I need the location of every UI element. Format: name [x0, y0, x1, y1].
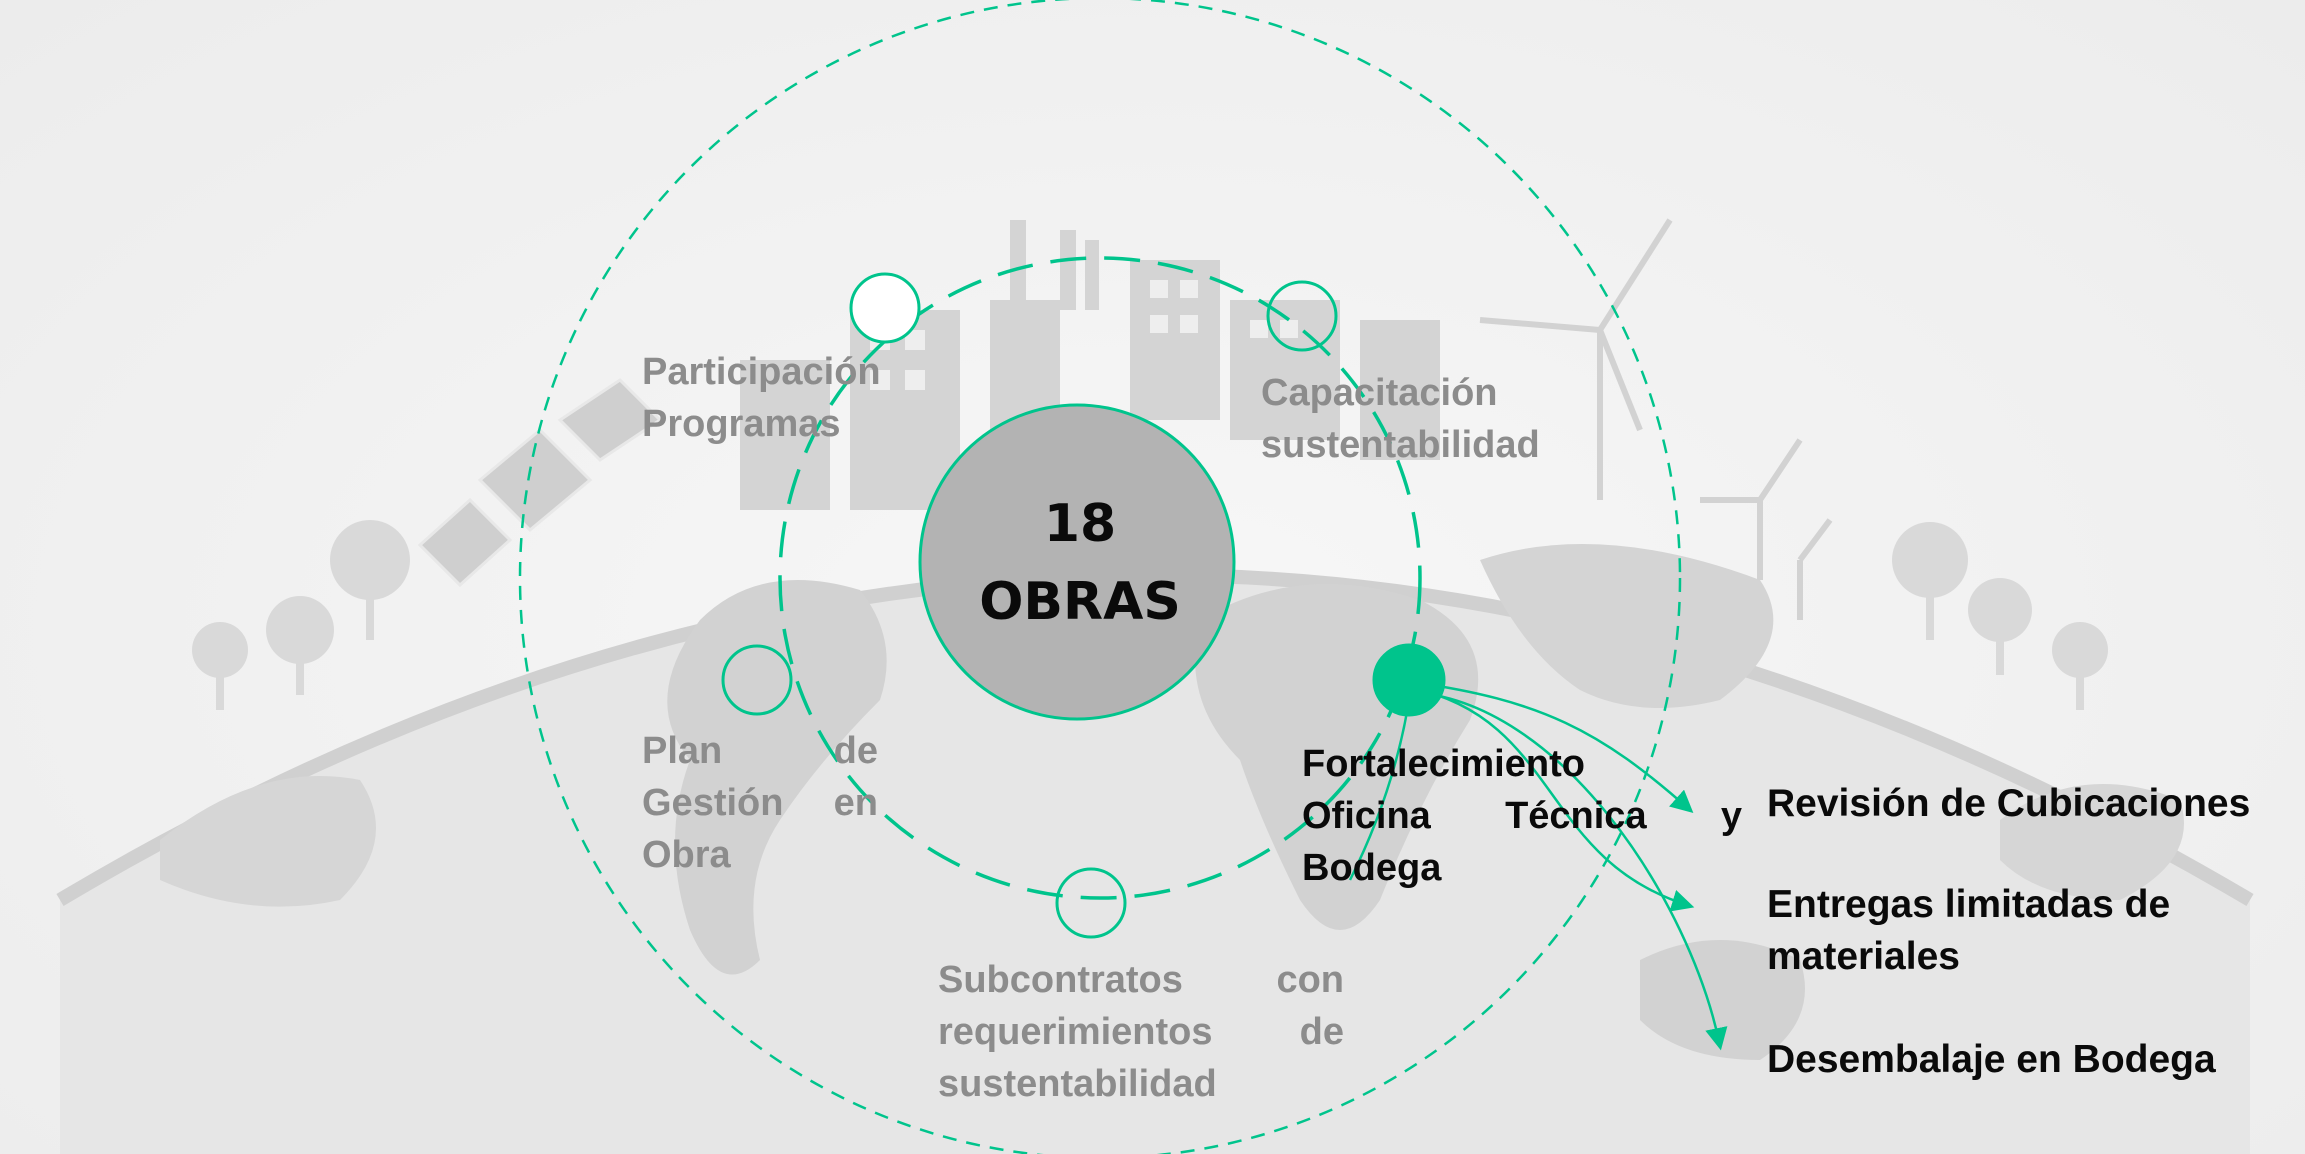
center-label: 18 OBRAS — [940, 485, 1220, 641]
result-revision: Revisión de Cubicaciones — [1767, 782, 2251, 825]
center-title: OBRAS — [979, 572, 1181, 632]
node-participacion — [849, 272, 921, 344]
inner-dashed-ring — [778, 256, 1422, 900]
center-circle — [918, 403, 1236, 721]
node-fortalecimiento — [1372, 643, 1446, 717]
arrow-to-oficina — [1348, 693, 1412, 881]
result-entregas: Entregas limitadas de materiales — [1767, 883, 2171, 978]
outer-dashed-ring — [518, 0, 1682, 1154]
arrow-to-revision — [1411, 680, 1694, 813]
arrow-to-entregas — [1411, 686, 1695, 912]
label-capacitacion: Capacitación sustentabilidad — [1261, 372, 1540, 466]
result-desembalaje: Desembalaje en Bodega — [1767, 1038, 2216, 1081]
node-subcontratos — [1055, 867, 1127, 939]
center-number: 18 — [1043, 494, 1117, 554]
node-capacitacion — [1266, 280, 1338, 352]
arrow-to-desembalaje — [1409, 690, 1728, 1051]
label-participacion: Participación Programas — [642, 351, 881, 445]
node-plan-gestion — [721, 644, 793, 716]
